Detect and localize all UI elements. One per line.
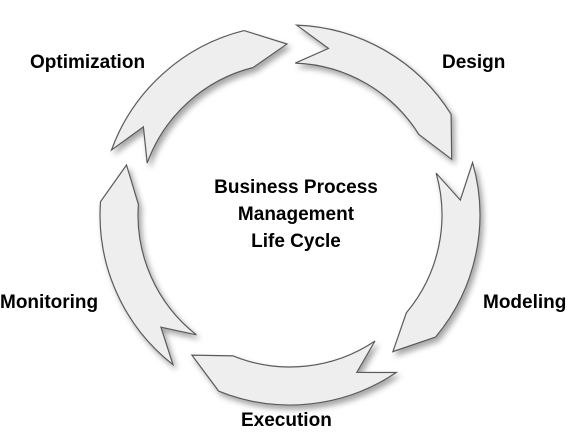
stage-label-design: Design	[442, 52, 506, 73]
cycle-arrow-monitoring	[99, 163, 197, 367]
cycle-arrow-modeling	[391, 160, 481, 353]
cycle-arrow-execution	[190, 340, 399, 406]
cycle-arrow-optimization	[110, 29, 289, 164]
cycle-arrow-design	[294, 24, 453, 161]
stage-label-optimization: Optimization	[30, 52, 146, 73]
title-line: Management	[237, 204, 355, 225]
title-line: Life Cycle	[251, 231, 341, 252]
center-title: Business Process Management Life Cycle	[176, 174, 416, 255]
title-line: Business Process	[214, 177, 378, 198]
stage-label-execution: Execution	[241, 410, 332, 431]
stage-label-modeling: Modeling	[483, 292, 567, 313]
stage-label-monitoring: Monitoring	[0, 292, 99, 313]
